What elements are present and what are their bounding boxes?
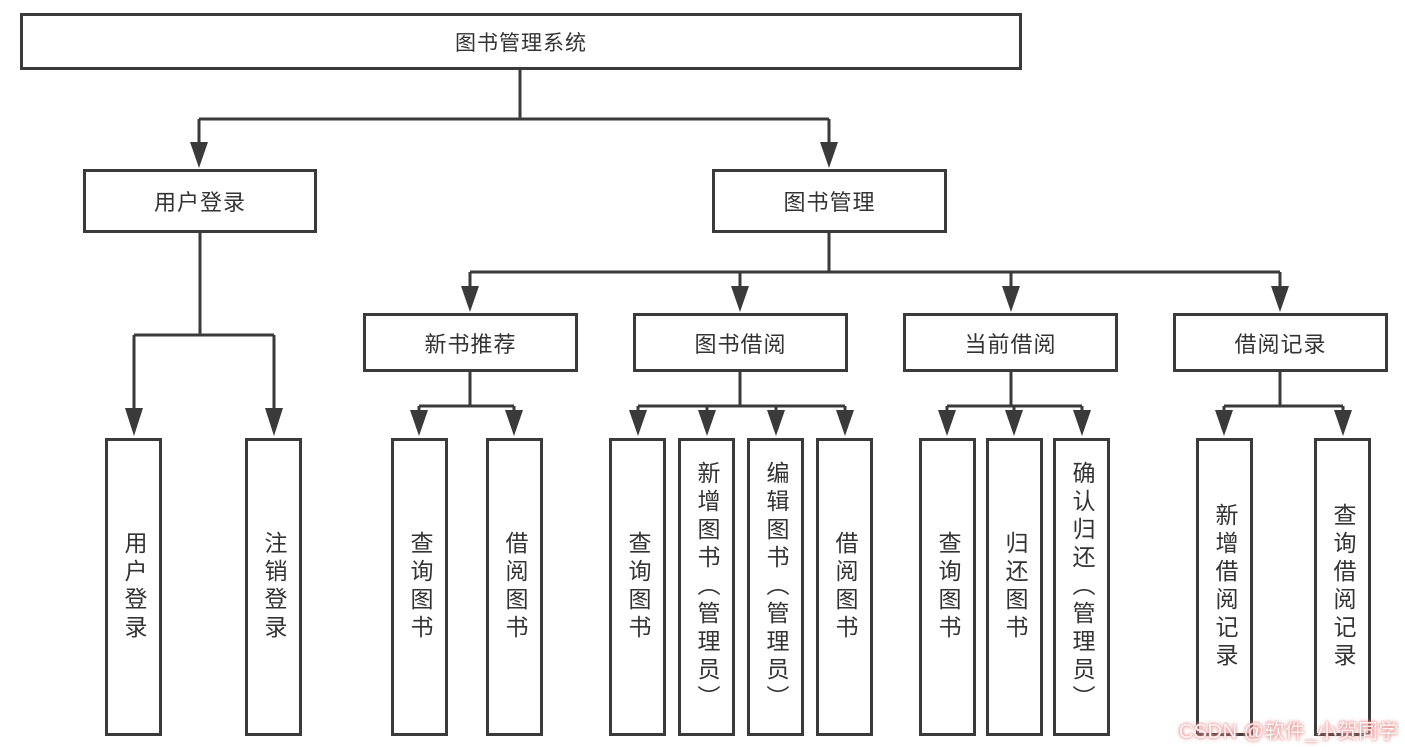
leaf-borrow-books-recommend: 借阅图书 xyxy=(486,438,543,736)
leaf-query-books-borrowing: 查询图书 xyxy=(609,438,666,736)
leaf-logout-login: 注销登录 xyxy=(245,438,302,736)
node-borrowing-records: 借阅记录 xyxy=(1173,313,1388,372)
leaf-edit-books-admin: 编辑图书（管理员） xyxy=(747,438,804,736)
leaf-query-books-recommend: 查询图书 xyxy=(391,438,448,736)
leaf-borrow-books: 借阅图书 xyxy=(816,438,873,736)
node-library-management-system: 图书管理系统 xyxy=(20,13,1022,70)
leaf-query-books-current: 查询图书 xyxy=(919,438,976,736)
leaf-query-borrow-record: 查询借阅记录 xyxy=(1314,438,1371,736)
leaf-confirm-return-admin: 确认归还（管理员） xyxy=(1053,438,1110,736)
node-book-borrowing: 图书借阅 xyxy=(633,313,848,372)
node-new-book-recommendation: 新书推荐 xyxy=(363,313,578,372)
leaf-return-books: 归还图书 xyxy=(986,438,1043,736)
node-current-borrowing: 当前借阅 xyxy=(903,313,1118,372)
leaf-user-login: 用户登录 xyxy=(105,438,162,736)
leaf-add-books-admin: 新增图书（管理员） xyxy=(678,438,735,736)
node-user-login-branch: 用户登录 xyxy=(83,169,317,233)
csdn-watermark: CSDN @软件_小贺同学 xyxy=(1178,721,1399,743)
node-book-management: 图书管理 xyxy=(712,169,947,233)
leaf-add-borrow-record: 新增借阅记录 xyxy=(1196,438,1253,736)
